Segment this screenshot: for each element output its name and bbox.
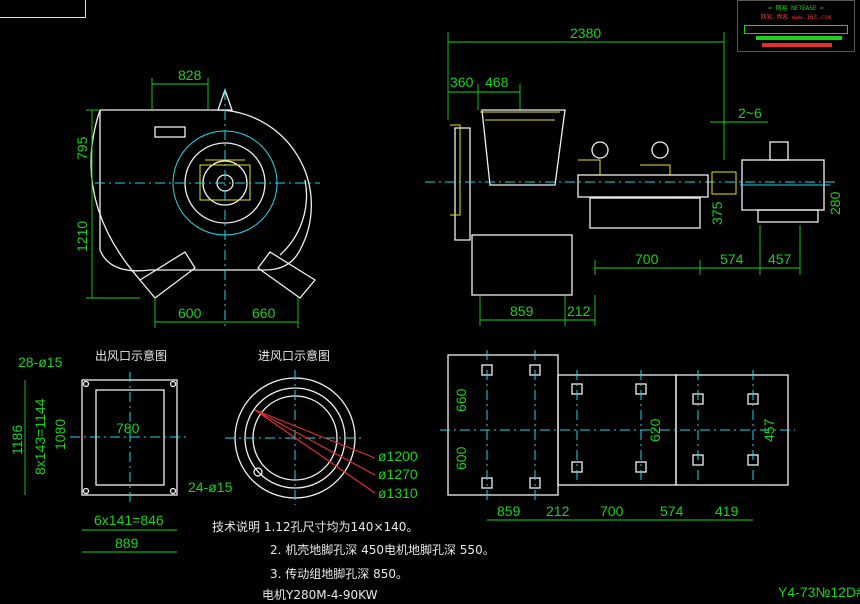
motor-feet <box>757 209 819 223</box>
casing-outline <box>99 109 312 272</box>
dim-700: 700 <box>635 251 659 267</box>
dim-660: 660 <box>252 305 276 321</box>
motor-box <box>769 141 789 161</box>
dim-1080: 1080 <box>52 419 68 450</box>
inlet-flange <box>480 111 560 121</box>
nameplate <box>154 126 186 138</box>
note-line-2: 2. 机壳地脚孔深 450电机地脚孔深 550。 <box>270 542 495 557</box>
dim-1186: 1186 <box>9 425 25 455</box>
pedestal <box>589 197 701 229</box>
dim-1210: 1210 <box>74 221 90 252</box>
front-view: 828 795 1210 600 660 <box>74 67 320 330</box>
outlet-holes: 28-ø15 <box>18 354 63 370</box>
dim-8x143: 8x143=1144 <box>32 398 48 475</box>
found-bottom-3: 574 <box>660 503 684 519</box>
technical-notes: 技术说明 1.12孔尺寸均为140×140。 2. 机壳地脚孔深 450电机地脚… <box>212 519 495 602</box>
inlet-caption: 进风口示意图 <box>258 348 330 363</box>
logo-bar-red <box>762 43 832 47</box>
drawing-id: Y4-73№12D#9 <box>778 584 860 600</box>
dim-1270: ø1270 <box>378 466 418 482</box>
dim-828: 828 <box>178 67 202 83</box>
inlet-bolts <box>450 124 461 216</box>
dim-1310: ø1310 <box>378 485 418 501</box>
outlet-caption: 出风口示意图 <box>95 348 167 363</box>
found-dim-660: 660 <box>453 388 469 412</box>
anchor-holes <box>481 364 759 489</box>
dim-1200: ø1200 <box>378 448 418 464</box>
dim-360: 360 <box>450 74 474 90</box>
bearing-housing <box>577 174 709 198</box>
found-bottom-2: 700 <box>600 503 624 519</box>
note-line-4: 电机Y280M-4-90KW <box>262 588 378 602</box>
dim-574: 574 <box>720 251 744 267</box>
casing-curve <box>90 109 308 281</box>
logo-bar-green <box>756 36 842 40</box>
inlet-cone <box>481 109 566 186</box>
found-bottom-0: 859 <box>497 503 521 519</box>
dim-600: 600 <box>178 305 202 321</box>
inlet-view: 进风口示意图 24-ø15 ø1200 ø1270 ø1310 <box>188 348 418 505</box>
inlet-holes: 24-ø15 <box>188 479 233 495</box>
dim-212: 212 <box>567 303 591 319</box>
found-block-casing <box>447 354 559 496</box>
found-dim-620: 620 <box>647 418 663 442</box>
foundation-view: 660 600 620 457 859 212 700 574 419 <box>440 350 795 521</box>
dim-468: 468 <box>485 74 509 90</box>
dim-457: 457 <box>768 251 792 267</box>
inlet-box <box>454 127 471 241</box>
note-line-1: 技术说明 1.12孔尺寸均为140×140。 <box>212 519 418 534</box>
dim-2380: 2380 <box>570 25 601 41</box>
logo-text-top: = 网易 NETEASE = <box>768 5 824 12</box>
dim-859: 859 <box>510 303 534 319</box>
feet <box>139 251 316 299</box>
title-block-corner <box>0 0 86 18</box>
coupling <box>711 171 737 195</box>
logo-text-sub: 网易.博客 www.163.com <box>760 14 832 21</box>
netease-logo[interactable]: = 网易 NETEASE = 网易.博客 www.163.com <box>737 0 855 52</box>
dim-375: 375 <box>709 201 725 225</box>
dim-780: 780 <box>116 420 140 436</box>
found-bottom-4: 419 <box>715 503 739 519</box>
found-dim-600: 600 <box>453 446 469 470</box>
dim-280: 280 <box>827 191 843 215</box>
note-line-3: 3. 传动组地脚孔深 850。 <box>270 566 408 581</box>
logo-bar-frame <box>744 25 848 34</box>
casing-body <box>471 234 573 296</box>
dim-795: 795 <box>74 136 90 160</box>
found-bottom-1: 212 <box>546 503 570 519</box>
dim-6x141: 6x141=846 <box>94 512 164 528</box>
found-dim-457: 457 <box>761 418 777 442</box>
outlet-view: 出风口示意图 28-ø15 780 1186 8x143=1144 1080 6… <box>9 348 190 553</box>
side-view: 2380 360 468 2~6 375 280 700 574 457 <box>425 25 843 326</box>
bearing-caps <box>578 159 671 175</box>
dim-gap: 2~6 <box>738 105 762 121</box>
dim-889: 889 <box>115 535 139 551</box>
